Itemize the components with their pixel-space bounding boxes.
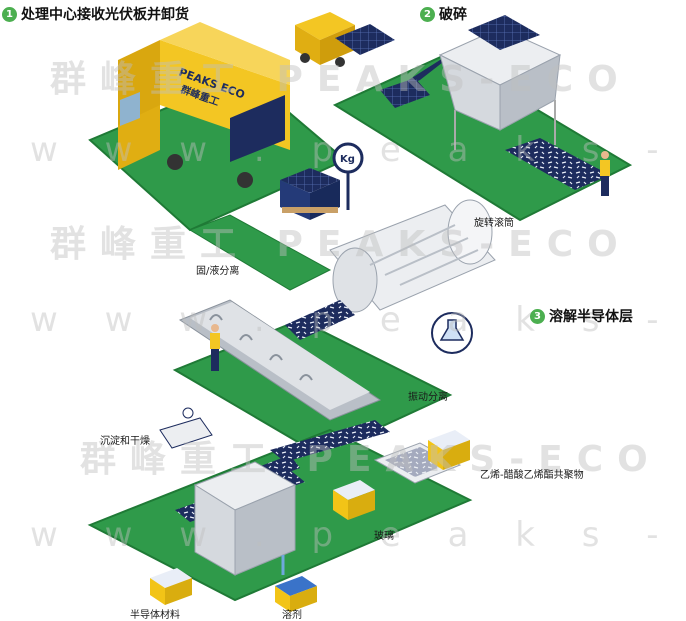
step-1: 1 处理中心接收光伏板并卸货 [2, 4, 189, 24]
shredded-output-conveyor [505, 138, 610, 190]
label-semiconductor-material: 半导体材料 [130, 610, 180, 621]
step-3-title: 溶解半导体层 [549, 309, 633, 325]
forklift [295, 12, 395, 67]
panel-stack-unloaded [280, 168, 340, 220]
label-rotary-drum: 旋转滚筒 [474, 218, 514, 229]
drying-tank [193, 461, 297, 576]
drum-feed-conveyor [285, 300, 355, 340]
worker-separator [210, 324, 220, 371]
label-solid-liquid-separation: 固/液分离 [196, 266, 240, 277]
step-1-title: 处理中心接收光伏板并卸货 [21, 7, 189, 23]
screw-separator [178, 299, 382, 421]
step-3: 3 溶解半导体层 [530, 306, 633, 326]
kg-label: Kg [340, 154, 355, 165]
step-2-title: 破碎 [439, 7, 467, 23]
delivery-truck: PEAKS ECO 群峰重工 [118, 22, 290, 188]
label-sedimentation-drying: 沉淀和干燥 [100, 436, 150, 447]
bin-eva [428, 430, 470, 470]
worker-crusher [600, 151, 610, 196]
bin-glass [333, 480, 375, 520]
bin-semiconductor [150, 568, 192, 605]
label-solvent: 溶剂 [282, 610, 302, 621]
connector-floor [188, 214, 332, 291]
label-glass: 玻璃 [374, 531, 394, 542]
step-2: 2 破碎 [420, 4, 467, 24]
label-eva: 乙烯-醋酸乙烯酯共聚物 [480, 470, 584, 481]
step-1-badge: 1 [2, 6, 17, 22]
step-2-badge: 2 [420, 6, 435, 22]
shredder-machine [438, 15, 562, 150]
step-3-badge: 3 [530, 308, 545, 324]
rotary-drum [329, 199, 496, 313]
bin-solvent [275, 576, 317, 612]
drying-gauge-icon [159, 407, 213, 449]
label-vibration-separation: 振动分离 [408, 392, 448, 403]
weighing-scale: Kg [332, 142, 364, 210]
solvent-flask-icon [431, 312, 473, 354]
